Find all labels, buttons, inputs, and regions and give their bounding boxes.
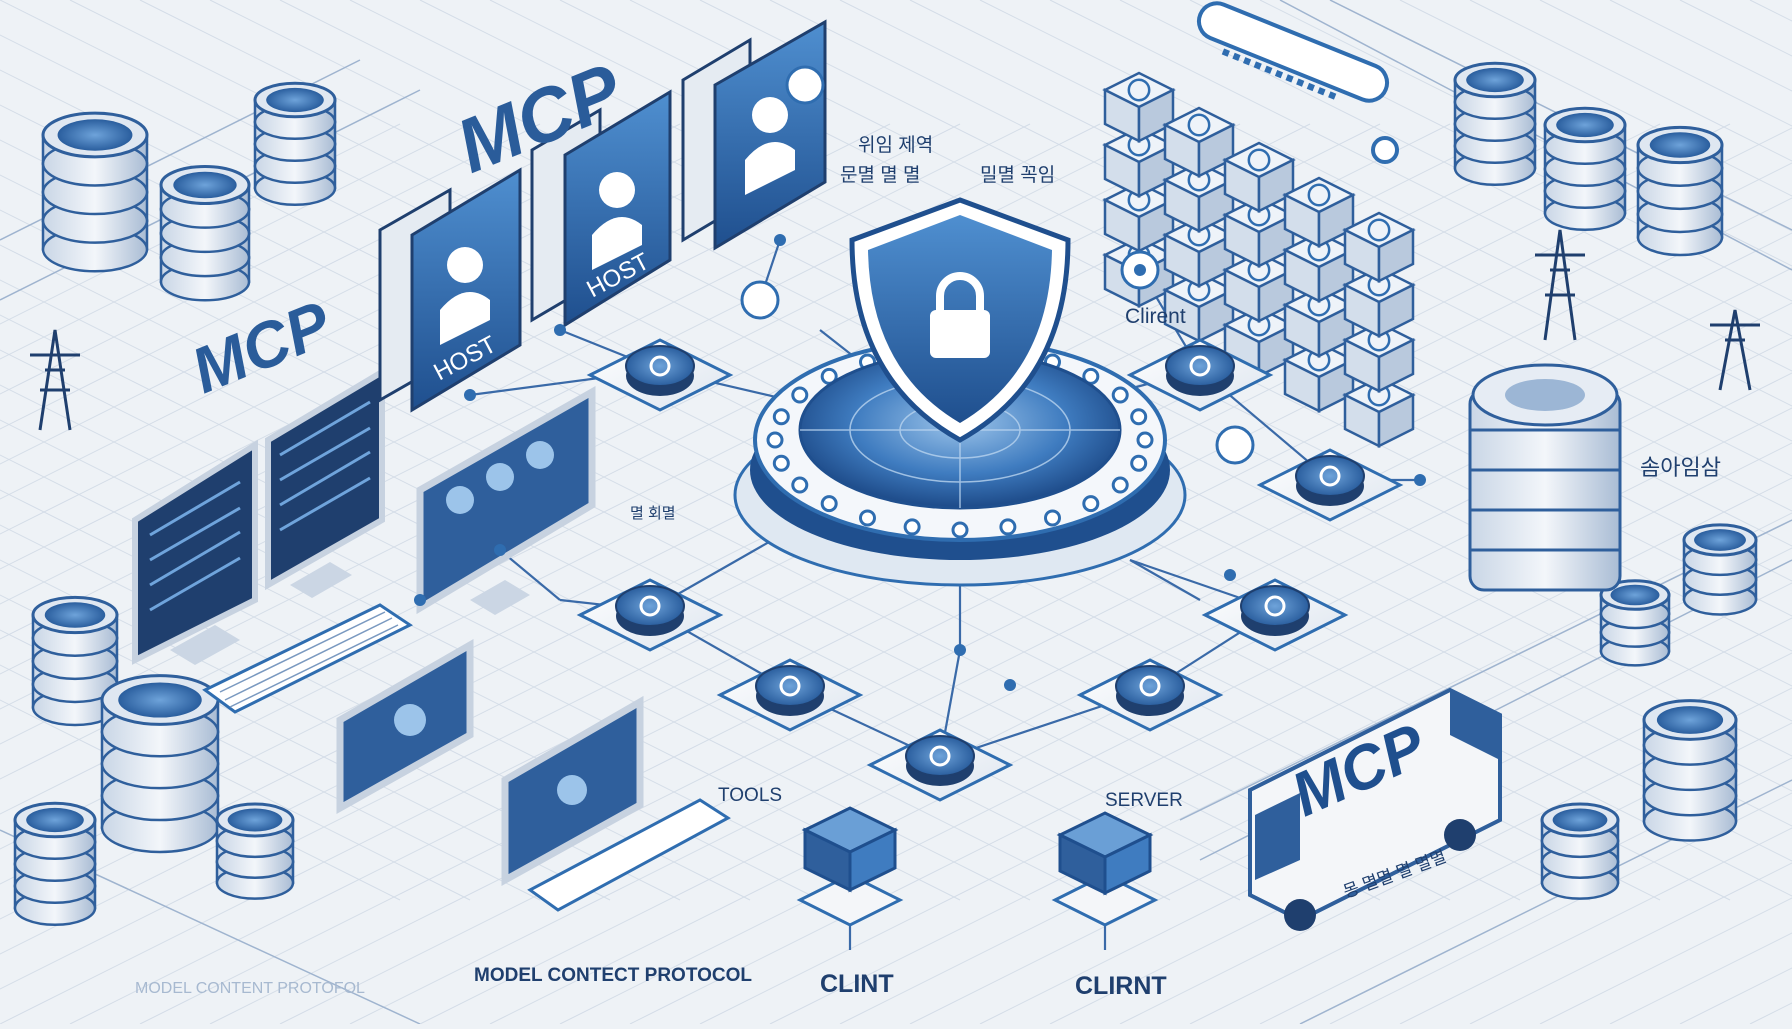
protocol-label: MODEL CONTECT PROTOCOL — [474, 965, 752, 986]
korean-label-1: 위임 제역 — [858, 135, 934, 156]
node-icon — [576, 578, 724, 652]
junction-dot — [464, 389, 476, 401]
node-icon — [716, 658, 864, 732]
database-stacks — [13, 61, 1758, 927]
client-label-bottom-2: CLIRNT — [1075, 972, 1167, 1000]
bottom-cube-nodes — [796, 806, 1159, 927]
database-cylinder-icon — [1543, 106, 1627, 232]
monitor-2 — [416, 385, 596, 615]
cube-node-clirnt — [1051, 811, 1159, 927]
node-icon — [1076, 658, 1224, 732]
node-icon — [866, 728, 1014, 802]
cube-icon — [1342, 376, 1416, 449]
database-cylinder-icon — [1642, 699, 1738, 842]
cube-icon — [1342, 321, 1416, 394]
junction-dot — [494, 544, 506, 556]
database-cylinder-icon — [1636, 125, 1724, 257]
host-panel-2 — [530, 89, 672, 328]
central-hub — [733, 197, 1187, 587]
power-tower-icon — [30, 229, 1760, 431]
database-cylinder-icon — [100, 674, 220, 854]
database-cylinder-icon — [1453, 61, 1537, 187]
host-panel-1 — [378, 167, 522, 413]
database-cylinder-icon — [13, 801, 97, 927]
junction-dot — [414, 594, 426, 606]
database-cylinder-icon — [1599, 579, 1671, 667]
client-label-bottom-1: CLINT — [820, 970, 894, 998]
junction-dot — [1004, 679, 1016, 691]
cube-node-clint — [796, 806, 904, 927]
cube-icon — [1342, 266, 1416, 339]
small-node-icon — [740, 280, 780, 320]
database-cylinder-icon — [159, 165, 251, 302]
database-cylinder-icon — [1682, 523, 1758, 616]
top-bar — [1196, 1, 1399, 164]
client-cube-stacks — [1102, 71, 1416, 449]
database-cylinder-icon — [41, 111, 149, 273]
korean-label-5: 멸 회멸 — [630, 505, 676, 522]
junction-dot — [954, 644, 966, 656]
client-label-right: Clirent — [1125, 305, 1186, 328]
cube-icon — [1222, 141, 1296, 214]
junction-dot — [774, 234, 786, 246]
korean-label-4: 솜아임삼 — [1640, 455, 1721, 480]
node-icon — [1201, 578, 1349, 652]
tools-label: TOOLS — [718, 785, 783, 806]
network-nodes — [414, 65, 1426, 802]
node-icon — [1126, 338, 1274, 412]
cube-icon — [1342, 211, 1416, 284]
database-cylinder-icon — [253, 81, 337, 207]
small-node-icon — [1215, 425, 1255, 465]
monitor-4 — [501, 695, 731, 912]
shield-lock-icon — [849, 197, 1071, 443]
small-node-icon — [785, 65, 825, 105]
junction-dot — [1224, 569, 1236, 581]
node-icon — [586, 338, 734, 412]
korean-label-2: 문멸 멸 멸 — [840, 165, 921, 186]
server-tower — [1468, 363, 1622, 592]
host-panels — [378, 19, 827, 413]
korean-label-3: 밀멸 꼭임 — [980, 165, 1056, 186]
cube-icon — [1282, 341, 1356, 414]
monitor-3 — [336, 638, 474, 814]
node-icon — [1256, 448, 1404, 522]
monitor-1 — [132, 366, 413, 714]
bus-icon — [1248, 687, 1502, 931]
database-cylinder-icon — [215, 802, 295, 900]
monitor-group — [132, 366, 731, 912]
database-cylinder-icon — [1540, 802, 1620, 900]
junction-dot — [554, 324, 566, 336]
junction-dot — [1134, 264, 1146, 276]
junction-dot — [1414, 474, 1426, 486]
protocol-label-faded: MODEL CONTENT PROTOFOL — [135, 980, 365, 997]
server-label: SERVER — [1105, 790, 1183, 811]
